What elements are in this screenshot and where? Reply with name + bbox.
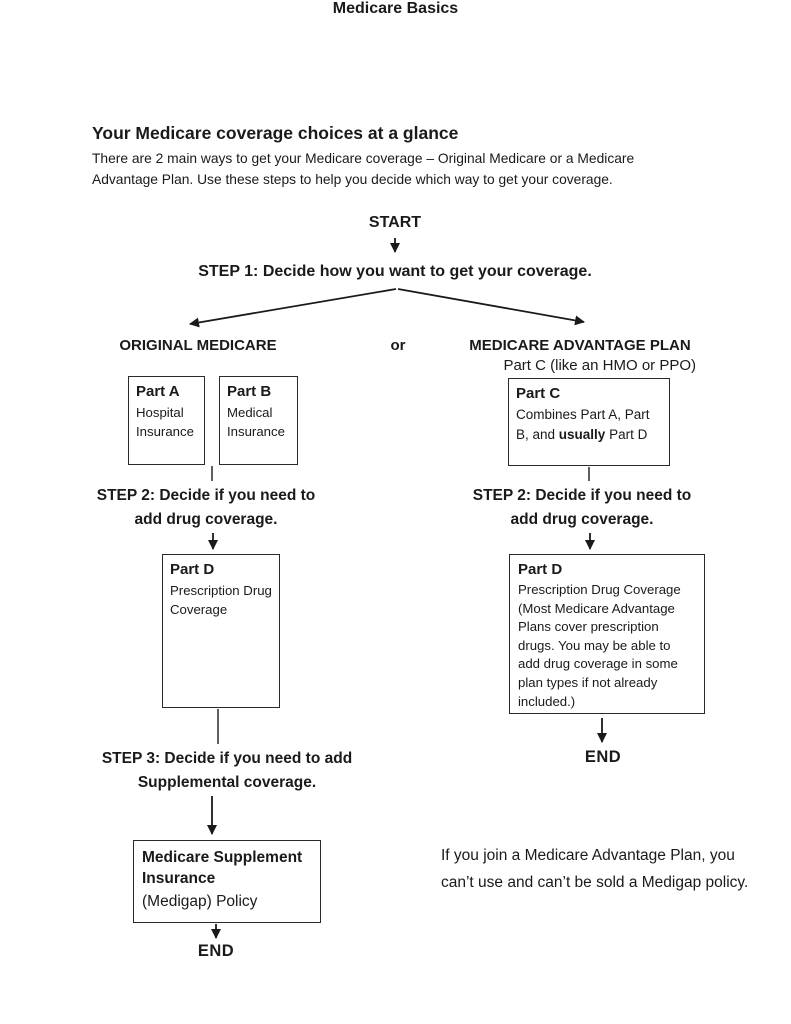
part-d-right-body: Prescription Drug Coverage (Most Medicar… [518, 582, 681, 709]
part-c-title: Part C [516, 385, 561, 402]
intro-paragraph: There are 2 main ways to get your Medica… [92, 151, 635, 187]
step2-left-line2: add drug coverage. [134, 511, 278, 528]
arrow-step1-to-original [189, 288, 397, 328]
step2-left-label: STEP 2: Decide if you need to add drug c… [82, 484, 330, 532]
original-medicare-heading: ORIGINAL MEDICARE [119, 337, 277, 354]
part-c-box: Part C Combines Part A, Part B, and usua… [508, 378, 670, 466]
part-a-title: Part A [136, 383, 180, 400]
part-d-right-title: Part D [518, 561, 563, 578]
part-c-subheading: Part C (like an HMO or PPO) [503, 357, 696, 374]
or-label: or [390, 337, 406, 354]
part-d-left-body: Prescription Drug Coverage [170, 583, 272, 617]
part-d-left-title: Part D [170, 561, 215, 578]
start-label: START [368, 214, 422, 231]
part-b-box: Part B Medical Insurance [219, 376, 298, 465]
part-b-title: Part B [227, 383, 272, 400]
step3-line1: STEP 3: Decide if you need to add [101, 750, 353, 767]
step2-right-line2: add drug coverage. [510, 511, 654, 528]
step1-label: STEP 1: Decide how you want to get your … [198, 263, 592, 280]
step3-label: STEP 3: Decide if you need to add Supple… [93, 747, 361, 795]
medigap-box: Medicare Supplement Insurance (Medigap) … [133, 840, 321, 923]
step2-right-label: STEP 2: Decide if you need to add drug c… [458, 484, 706, 532]
part-c-body-bold: usually [558, 427, 606, 442]
end-label-left: END [197, 942, 235, 960]
medigap-title: Medicare Supplement Insurance [142, 849, 303, 887]
part-c-body: Combines Part A, Part B, and usually Par… [516, 405, 662, 445]
medigap-body: (Medigap) Policy [142, 893, 258, 910]
part-c-body-text-2: Part D [605, 427, 648, 442]
part-a-box: Part A Hospital Insurance [128, 376, 205, 465]
page-title: Medicare Basics [332, 0, 459, 17]
part-d-left-box: Part D Prescription Drug Coverage [162, 554, 280, 708]
part-c-body-text: Combines Part A, Part B, and [516, 407, 650, 442]
arrow-step1-to-advantage [397, 288, 585, 326]
step2-right-line1: STEP 2: Decide if you need to [472, 487, 692, 504]
part-a-body: Hospital Insurance [136, 405, 194, 439]
step3-line2: Supplemental coverage. [137, 774, 317, 791]
part-b-body: Medical Insurance [227, 405, 285, 439]
medigap-note: If you join a Medicare Advantage Plan, y… [441, 847, 749, 891]
step2-left-line1: STEP 2: Decide if you need to [96, 487, 316, 504]
end-label-right: END [584, 748, 622, 766]
advantage-plan-heading: MEDICARE ADVANTAGE PLAN [469, 337, 691, 354]
part-d-right-box: Part D Prescription Drug Coverage (Most … [509, 554, 705, 714]
section-heading: Your Medicare coverage choices at a glan… [92, 123, 459, 143]
